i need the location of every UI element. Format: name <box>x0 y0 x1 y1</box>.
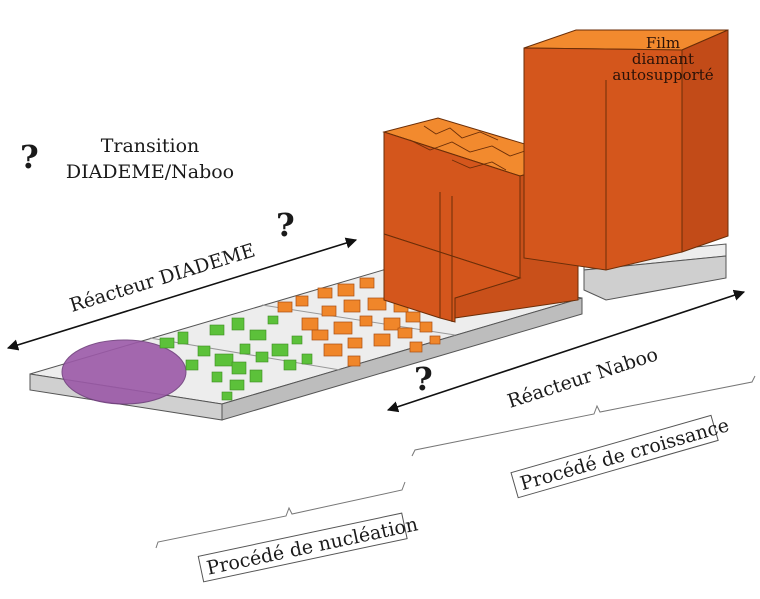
film-label-line2: diamant <box>632 50 694 68</box>
film-label-line1: Film <box>646 34 680 52</box>
nucleation-circle <box>61 339 187 405</box>
reacteur-naboo-label: Réacteur Naboo <box>505 343 661 412</box>
brace-icon <box>155 481 406 549</box>
procede-croissance-label: Procédé de croissance <box>518 414 732 495</box>
procede-nucleation-box: Procédé de nucléation <box>197 512 420 583</box>
double-arrow-icon <box>6 237 358 351</box>
film-block <box>523 29 729 271</box>
transition-label-line2: DIADEME/Naboo <box>66 161 234 183</box>
procede-nucleation-label: Procédé de nucléation <box>205 513 420 579</box>
film-label-line3: autosupporté <box>612 66 713 84</box>
question-mark-icon: ? <box>414 360 433 398</box>
question-mark-icon: ? <box>276 206 295 244</box>
double-arrow-icon <box>386 289 746 413</box>
transition-label-line1: Transition <box>101 135 200 157</box>
reacteur-diademe-label: Réacteur DIADEME <box>67 239 258 316</box>
brace-icon <box>411 375 756 457</box>
question-mark-icon: ? <box>20 138 39 176</box>
